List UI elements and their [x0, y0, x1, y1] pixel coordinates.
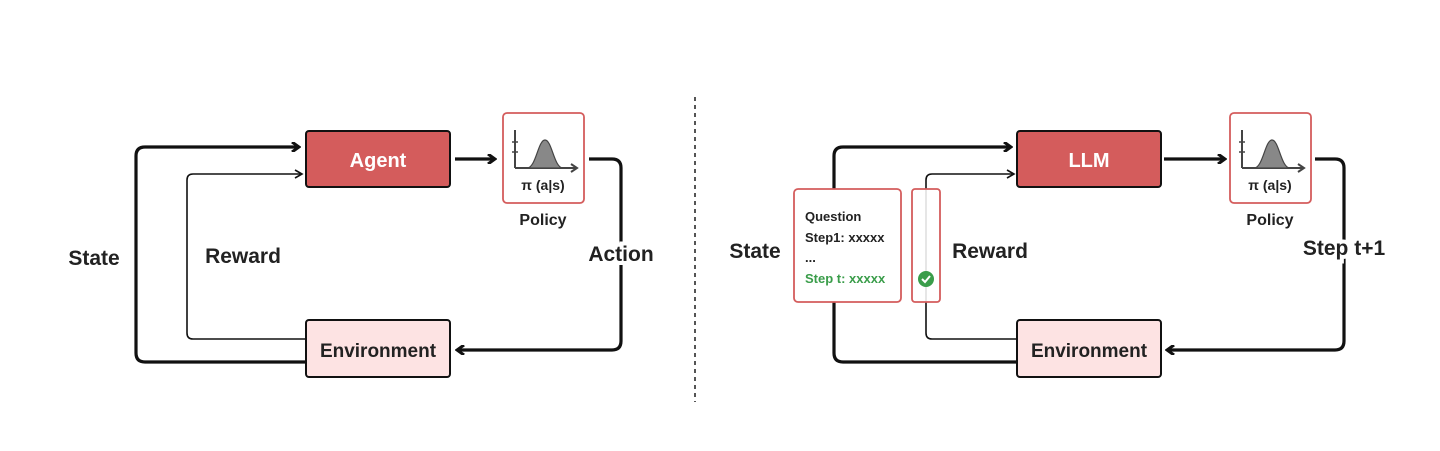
state-card-line3: ... — [805, 250, 816, 265]
environment-label-right: Environment — [1031, 341, 1148, 362]
left-diagram: Agent Environment π (a|s) Policy State R… — [68, 112, 658, 378]
environment-label: Environment — [320, 341, 437, 362]
state-label: State — [68, 247, 119, 270]
agent-box: Agent — [305, 130, 451, 188]
step-loop-arrow — [1168, 157, 1346, 350]
llm-label: LLM — [1068, 150, 1109, 172]
reward-label-right: Reward — [952, 240, 1028, 263]
check-circle-icon — [918, 271, 934, 287]
state-card: Question Step1: xxxxx ... Step t: xxxxx — [793, 188, 902, 303]
environment-box-right: Environment — [1016, 319, 1162, 378]
action-loop-arrow — [458, 157, 623, 350]
policy-formula: π (a|s) — [521, 177, 564, 193]
state-label-right: State — [729, 240, 780, 263]
step-label: Step t+1 — [1303, 237, 1386, 260]
right-diagram: LLM Environment π (a|s) Policy Question — [729, 112, 1389, 378]
reward-loop-arrow — [186, 169, 305, 340]
reward-indicator-card — [911, 188, 941, 303]
state-card-line2: Step1: xxxxx — [805, 230, 885, 245]
agent-label: Agent — [350, 150, 407, 172]
policy-caption-right: Policy — [1246, 212, 1293, 229]
state-card-line1: Question — [805, 209, 861, 224]
environment-box: Environment — [305, 319, 451, 378]
policy-caption: Policy — [519, 212, 566, 229]
llm-box: LLM — [1016, 130, 1162, 188]
distribution-chart-icon — [512, 130, 579, 173]
policy-card: π (a|s) — [502, 112, 585, 204]
action-label: Action — [588, 243, 653, 266]
policy-card-right: π (a|s) — [1229, 112, 1312, 204]
state-card-line4: Step t: xxxxx — [805, 271, 886, 286]
reward-label: Reward — [205, 245, 281, 268]
distribution-chart-icon — [1239, 130, 1306, 173]
state-loop-arrow — [134, 147, 305, 364]
policy-formula-right: π (a|s) — [1248, 177, 1291, 193]
